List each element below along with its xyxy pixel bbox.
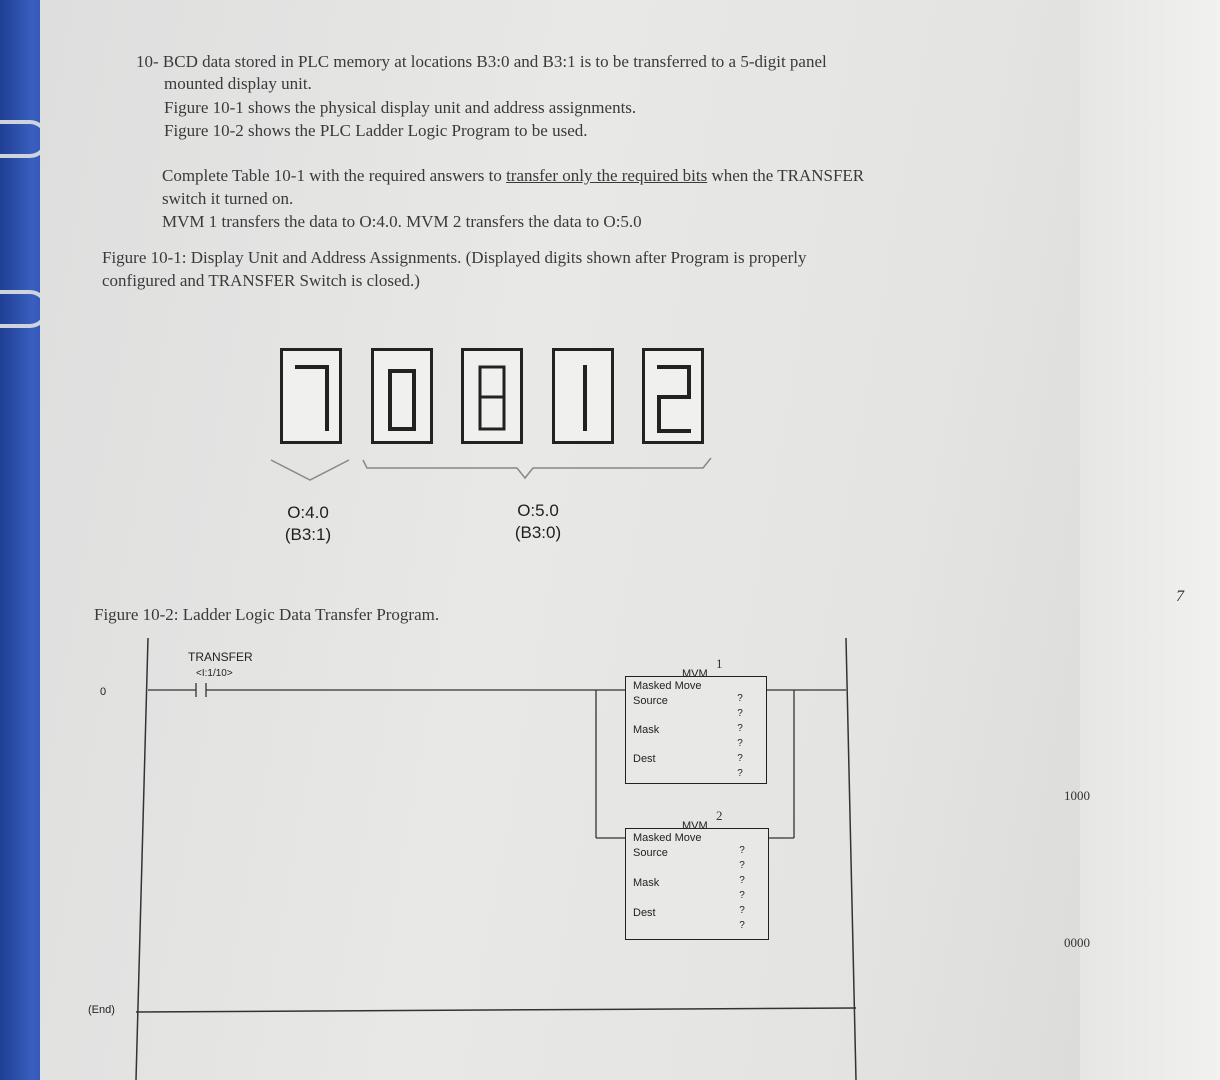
address-output-2: O:5.0: [517, 501, 559, 520]
question-line-5-pre: Complete Table 10-1 with the required an…: [162, 166, 507, 185]
display-digit-1: [280, 348, 342, 444]
ladder-diagram: [135, 637, 857, 1080]
mvm2-source-label: Source: [633, 847, 668, 859]
display-digit-2: [371, 348, 433, 444]
margin-note-1000: 1000: [1064, 788, 1090, 803]
mvm1-value-1: ?: [737, 693, 743, 704]
question-line-4: Figure 10-2 shows the PLC Ladder Logic P…: [164, 121, 588, 140]
figure1-caption-line-2: configured and TRANSFER Switch is closed…: [102, 271, 420, 290]
question-line-6: switch it turned on.: [162, 189, 294, 208]
mvm2-type: MVM: [682, 820, 708, 832]
seven-segment-1: [583, 365, 587, 431]
mvm2-mask-label: Mask: [633, 877, 660, 889]
contact-address: <I:1/10>: [196, 668, 233, 679]
display-digit-5: [642, 348, 704, 444]
mvm1-title: Masked Move: [633, 680, 702, 692]
worksheet-page: 10- BCD data stored in PLC memory at loc…: [40, 0, 1220, 1080]
address-braces: [270, 457, 712, 481]
mvm1-mask-label: Mask: [633, 724, 660, 736]
mvm1-value-5: ?: [737, 753, 743, 764]
mvm2-value-1: ?: [739, 845, 745, 856]
figure1-caption-line-1: Figure 10-1: Display Unit and Address As…: [102, 248, 807, 267]
mvm2-dest-label: Dest: [633, 907, 656, 919]
display-digit-3: [461, 348, 523, 444]
mvm2-number: 2: [716, 808, 723, 823]
display-digit-4: [552, 348, 614, 444]
mvm2-value-2: ?: [739, 860, 745, 871]
margin-note-0000: 0000: [1064, 935, 1090, 950]
rung-number-0: 0: [100, 686, 107, 698]
question-line-5: Complete Table 10-1 with the required an…: [162, 166, 864, 186]
question-line-7: MVM 1 transfers the data to O:4.0. MVM 2…: [162, 212, 642, 231]
mvm2-value-4: ?: [739, 890, 745, 901]
mvm1-type: MVM: [682, 668, 708, 680]
question-line-3: Figure 10-1 shows the physical display u…: [164, 98, 637, 117]
rung-end-label: (End): [88, 1004, 115, 1016]
mvm1-source-label: Source: [633, 695, 668, 707]
address-group-1: O:4.0 (B3:1): [268, 502, 348, 546]
address-output-1: O:4.0: [287, 503, 329, 522]
question-line-1: 10- BCD data stored in PLC memory at loc…: [136, 52, 827, 71]
address-group-2: O:5.0 (B3:0): [498, 500, 578, 544]
underlined-phrase: transfer only the required bits: [506, 166, 708, 185]
mvm2-block[interactable]: [625, 828, 769, 940]
underlying-sheet: [1080, 0, 1220, 1080]
mvm2-value-5: ?: [739, 905, 745, 916]
seven-segment-7: [295, 365, 329, 431]
question-line-5-post: when the TRANSFER: [707, 166, 865, 185]
seven-segment-8: [478, 365, 506, 431]
question-line-2: mounted display unit.: [164, 74, 312, 93]
mvm2-value-3: ?: [739, 875, 745, 886]
mvm1-dest-label: Dest: [633, 753, 656, 765]
mvm1-value-2: ?: [737, 708, 743, 719]
mvm1-value-4: ?: [737, 738, 743, 749]
mvm2-title: Masked Move: [633, 832, 702, 844]
seven-segment-2: [657, 365, 691, 433]
seven-segment-0: [388, 369, 416, 431]
figure2-caption: Figure 10-2: Ladder Logic Data Transfer …: [94, 605, 440, 624]
margin-note-7: 7: [1176, 588, 1184, 605]
contact-name: TRANSFER: [188, 650, 253, 664]
mvm1-value-3: ?: [737, 723, 743, 734]
address-source-1: (B3:1): [284, 525, 332, 544]
address-source-2: (B3:0): [514, 523, 562, 542]
mvm1-value-6: ?: [737, 768, 743, 779]
mvm1-number: 1: [716, 656, 723, 671]
mvm2-value-6: ?: [739, 920, 745, 931]
mvm1-block[interactable]: [625, 676, 767, 784]
